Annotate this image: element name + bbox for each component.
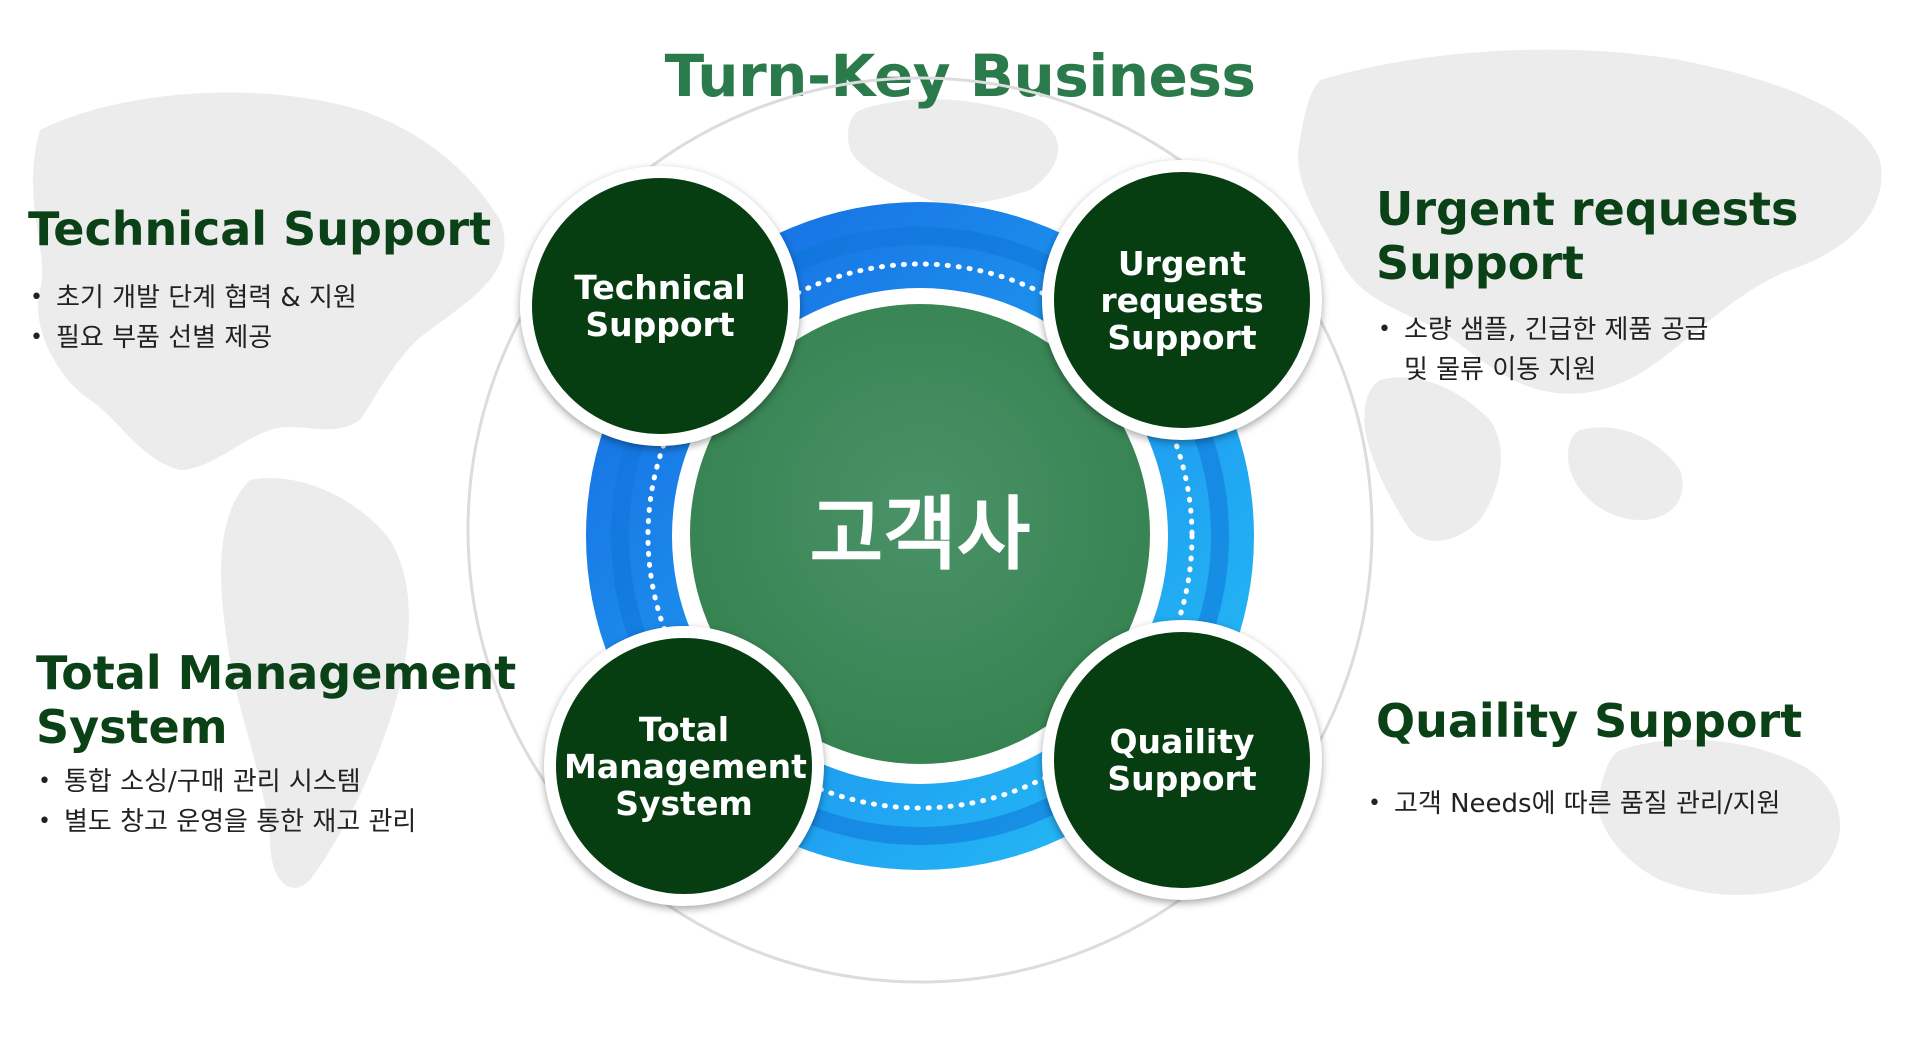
node-quality-support-label: Quaility Support (1107, 722, 1257, 798)
technical-support-bullets: 초기 개발 단계 협력 & 지원 필요 부품 선별 제공 (28, 278, 357, 358)
bullet-item: 고객 Needs에 따른 품질 관리/지원 (1366, 784, 1780, 824)
total-management-bullets: 통합 소싱/구매 관리 시스템 별도 창고 운영을 통한 재고 관리 (36, 762, 416, 842)
node-technical-support: Technical Support (520, 166, 800, 446)
node-total-management-system: Total Management System (544, 626, 824, 906)
bullet-item: 필요 부품 선별 제공 (28, 318, 357, 358)
node-quality-support: Quaility Support (1042, 620, 1322, 900)
bullet-item: 별도 창고 운영을 통한 재고 관리 (36, 802, 416, 842)
urgent-requests-heading: Urgent requests Support (1376, 182, 1799, 290)
quality-support-heading: Quaility Support (1376, 694, 1803, 748)
center-label: 고객사 (809, 488, 1031, 581)
bullet-item: 통합 소싱/구매 관리 시스템 (36, 762, 416, 802)
page-title: Turn-Key Business (664, 42, 1256, 110)
node-urgent-requests-support: Urgent requests Support (1042, 160, 1322, 440)
urgent-requests-bullets: 소량 샘플, 긴급한 제품 공급 및 물류 이동 지원 (1376, 310, 1708, 390)
node-urgent-requests-support-label: Urgent requests Support (1100, 243, 1264, 357)
technical-support-heading: Technical Support (28, 202, 492, 256)
bullet-item: 초기 개발 단계 협력 & 지원 (28, 278, 357, 318)
total-management-heading: Total Management System (36, 646, 517, 754)
node-technical-support-label: Technical Support (574, 268, 746, 344)
center-circle (690, 304, 1150, 764)
bullet-item: 소량 샘플, 긴급한 제품 공급 및 물류 이동 지원 (1376, 310, 1708, 390)
outer-orbit (466, 76, 1374, 984)
quality-support-bullets: 고객 Needs에 따른 품질 관리/지원 (1366, 784, 1780, 824)
blue-ring-inner-band (611, 227, 1229, 845)
dotted-track (645, 261, 1195, 811)
node-total-management-system-label: Total Management System (564, 709, 807, 823)
